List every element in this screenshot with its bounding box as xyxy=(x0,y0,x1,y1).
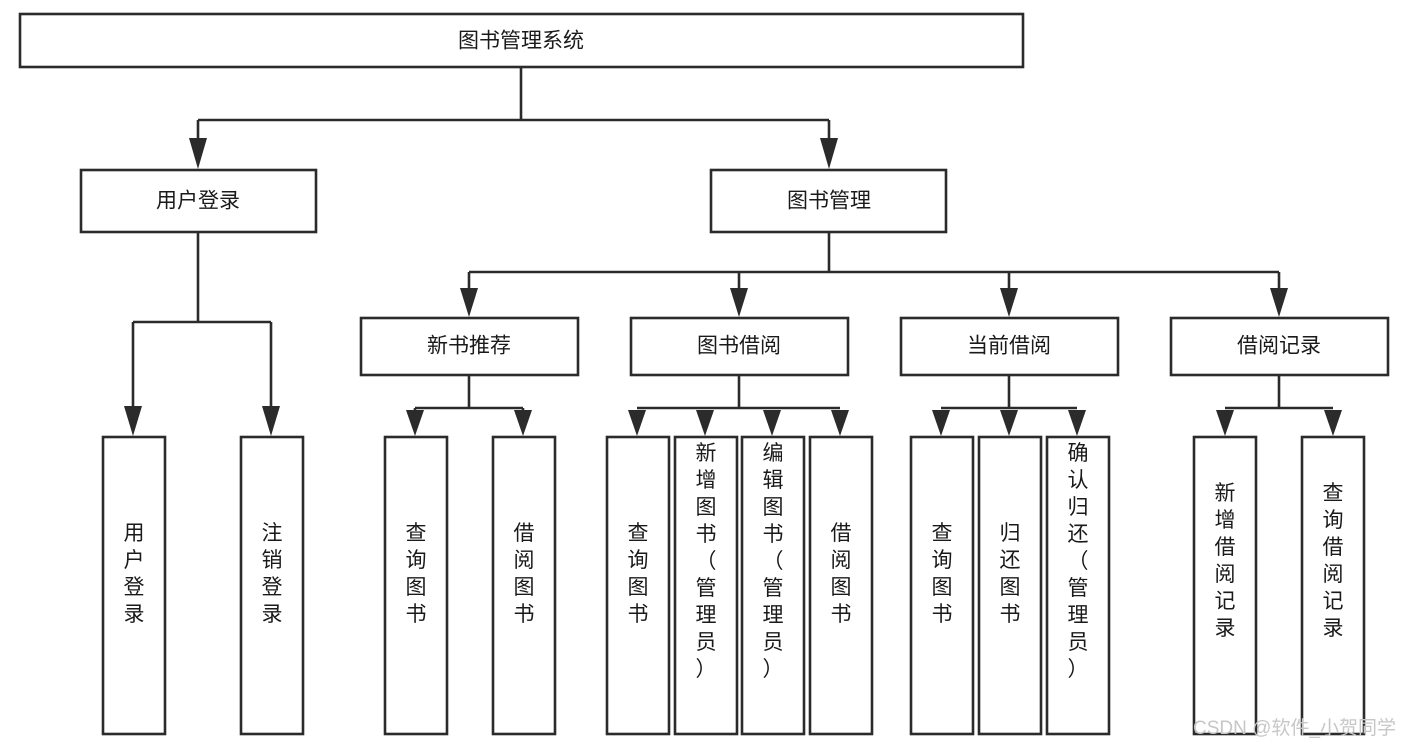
leaf-bb-edit-book[interactable]: 编辑图书（管理员） xyxy=(740,435,806,736)
arrow-to-leaf-cb-return-book xyxy=(1000,410,1018,436)
leaf-bb-edit-book-label: 编辑图书（管理员） xyxy=(763,442,784,681)
arrow-to-new-book-recommend xyxy=(460,288,478,317)
node-current-borrow-box[interactable] xyxy=(899,316,1120,377)
leaf-bb-add-book-label: 新增图书（管理员） xyxy=(696,442,717,681)
leaf-cb-return-book-box[interactable] xyxy=(977,435,1043,736)
node-user-login[interactable]: 用户登录 xyxy=(79,168,318,234)
leaf-bb-borrow-book-label: 借阅图书 xyxy=(831,522,852,626)
leaf-cb-confirm-return-box[interactable] xyxy=(1045,435,1111,736)
arrow-to-leaf-bb-query-book xyxy=(628,410,646,436)
leaf-user-login-label: 用户登录 xyxy=(124,522,145,626)
node-book-management-label: 图书管理 xyxy=(787,190,871,213)
node-borrow-records-box[interactable] xyxy=(1169,316,1390,377)
arrow-to-leaf-nbr-borrow-book xyxy=(514,410,532,436)
node-book-borrow-box[interactable] xyxy=(629,316,850,377)
arrow-to-leaf-cb-query-book xyxy=(932,410,950,436)
arrow-to-leaf-nbr-query-book xyxy=(406,410,424,436)
arrow-to-leaf-br-query-record xyxy=(1324,410,1342,436)
leaf-bb-query-book-label: 查询图书 xyxy=(628,522,649,626)
arrow-to-book-borrow xyxy=(730,288,748,317)
arrow-to-leaf-br-add-record xyxy=(1216,410,1234,436)
leaf-bb-borrow-book-box[interactable] xyxy=(808,435,874,736)
leaf-bb-edit-book-box[interactable] xyxy=(740,435,806,736)
leaf-cb-query-book-box[interactable] xyxy=(909,435,975,736)
node-new-book-recommend-label: 新书推荐 xyxy=(427,335,511,358)
leaf-br-add-record-box[interactable] xyxy=(1192,435,1258,736)
arrow-to-leaf-bb-add-book xyxy=(696,410,714,436)
leaf-nbr-query-book-box[interactable] xyxy=(383,435,449,736)
arrow-to-current-borrow xyxy=(1000,288,1018,317)
leaf-nbr-borrow-book[interactable]: 借阅图书 xyxy=(491,435,557,736)
arrow-to-leaf-user-login xyxy=(124,406,142,436)
arrow-to-leaf-bb-edit-book xyxy=(763,410,781,436)
leaf-logout-box[interactable] xyxy=(239,435,305,736)
node-borrow-records-label: 借阅记录 xyxy=(1237,335,1321,358)
node-borrow-records[interactable]: 借阅记录 xyxy=(1169,316,1390,377)
leaf-bb-borrow-book[interactable]: 借阅图书 xyxy=(808,435,874,736)
node-current-borrow[interactable]: 当前借阅 xyxy=(899,316,1120,377)
arrow-to-book-management xyxy=(820,138,838,169)
leaf-cb-return-book-label: 归还图书 xyxy=(1000,522,1021,626)
arrow-to-leaf-cb-confirm-return xyxy=(1068,410,1086,436)
node-book-management[interactable]: 图书管理 xyxy=(709,168,948,234)
leaf-cb-confirm-return-label: 确认归还（管理员） xyxy=(1068,442,1089,681)
leaf-br-add-record-label: 新增借阅记录 xyxy=(1215,482,1236,640)
node-new-book-recommend-box[interactable] xyxy=(359,316,580,377)
leaf-logout[interactable]: 注销登录 xyxy=(239,435,305,736)
leaf-nbr-borrow-book-box[interactable] xyxy=(491,435,557,736)
leaf-bb-add-book-box[interactable] xyxy=(673,435,739,736)
arrow-to-leaf-logout xyxy=(262,406,280,436)
leaf-br-query-record[interactable]: 查询借阅记录 xyxy=(1300,435,1366,736)
leaf-br-query-record-label: 查询借阅记录 xyxy=(1323,482,1344,640)
node-root[interactable]: 图书管理系统 xyxy=(18,12,1025,69)
leaf-bb-add-book[interactable]: 新增图书（管理员） xyxy=(673,435,739,736)
node-book-borrow-label: 图书借阅 xyxy=(697,335,781,358)
node-root-label: 图书管理系统 xyxy=(458,30,584,53)
node-new-book-recommend[interactable]: 新书推荐 xyxy=(359,316,580,377)
leaf-bb-query-book[interactable]: 查询图书 xyxy=(605,435,671,736)
leaf-cb-confirm-return[interactable]: 确认归还（管理员） xyxy=(1045,435,1111,736)
leaf-cb-query-book[interactable]: 查询图书 xyxy=(909,435,975,736)
watermark-label: CSDN @软件_小贺同学 xyxy=(1193,717,1396,739)
leaf-br-add-record[interactable]: 新增借阅记录 xyxy=(1192,435,1258,736)
arrow-to-borrow-records xyxy=(1270,288,1288,317)
node-book-management-box[interactable] xyxy=(709,168,948,234)
leaf-br-query-record-box[interactable] xyxy=(1300,435,1366,736)
leaf-nbr-query-book-label: 查询图书 xyxy=(406,522,427,626)
leaf-logout-label: 注销登录 xyxy=(262,522,283,626)
arrow-to-leaf-bb-borrow-book xyxy=(831,410,849,436)
node-root-box[interactable] xyxy=(18,12,1025,69)
leaf-bb-query-book-box[interactable] xyxy=(605,435,671,736)
leaf-nbr-query-book[interactable]: 查询图书 xyxy=(383,435,449,736)
node-user-login-label: 用户登录 xyxy=(156,190,240,213)
leaf-nbr-borrow-book-label: 借阅图书 xyxy=(514,522,535,626)
arrow-to-user-login xyxy=(189,138,207,169)
node-current-borrow-label: 当前借阅 xyxy=(967,335,1051,358)
leaf-cb-return-book[interactable]: 归还图书 xyxy=(977,435,1043,736)
node-book-borrow[interactable]: 图书借阅 xyxy=(629,316,850,377)
leaf-user-login[interactable]: 用户登录 xyxy=(101,435,167,736)
leaf-user-login-box[interactable] xyxy=(101,435,167,736)
leaf-cb-query-book-label: 查询图书 xyxy=(932,522,953,626)
